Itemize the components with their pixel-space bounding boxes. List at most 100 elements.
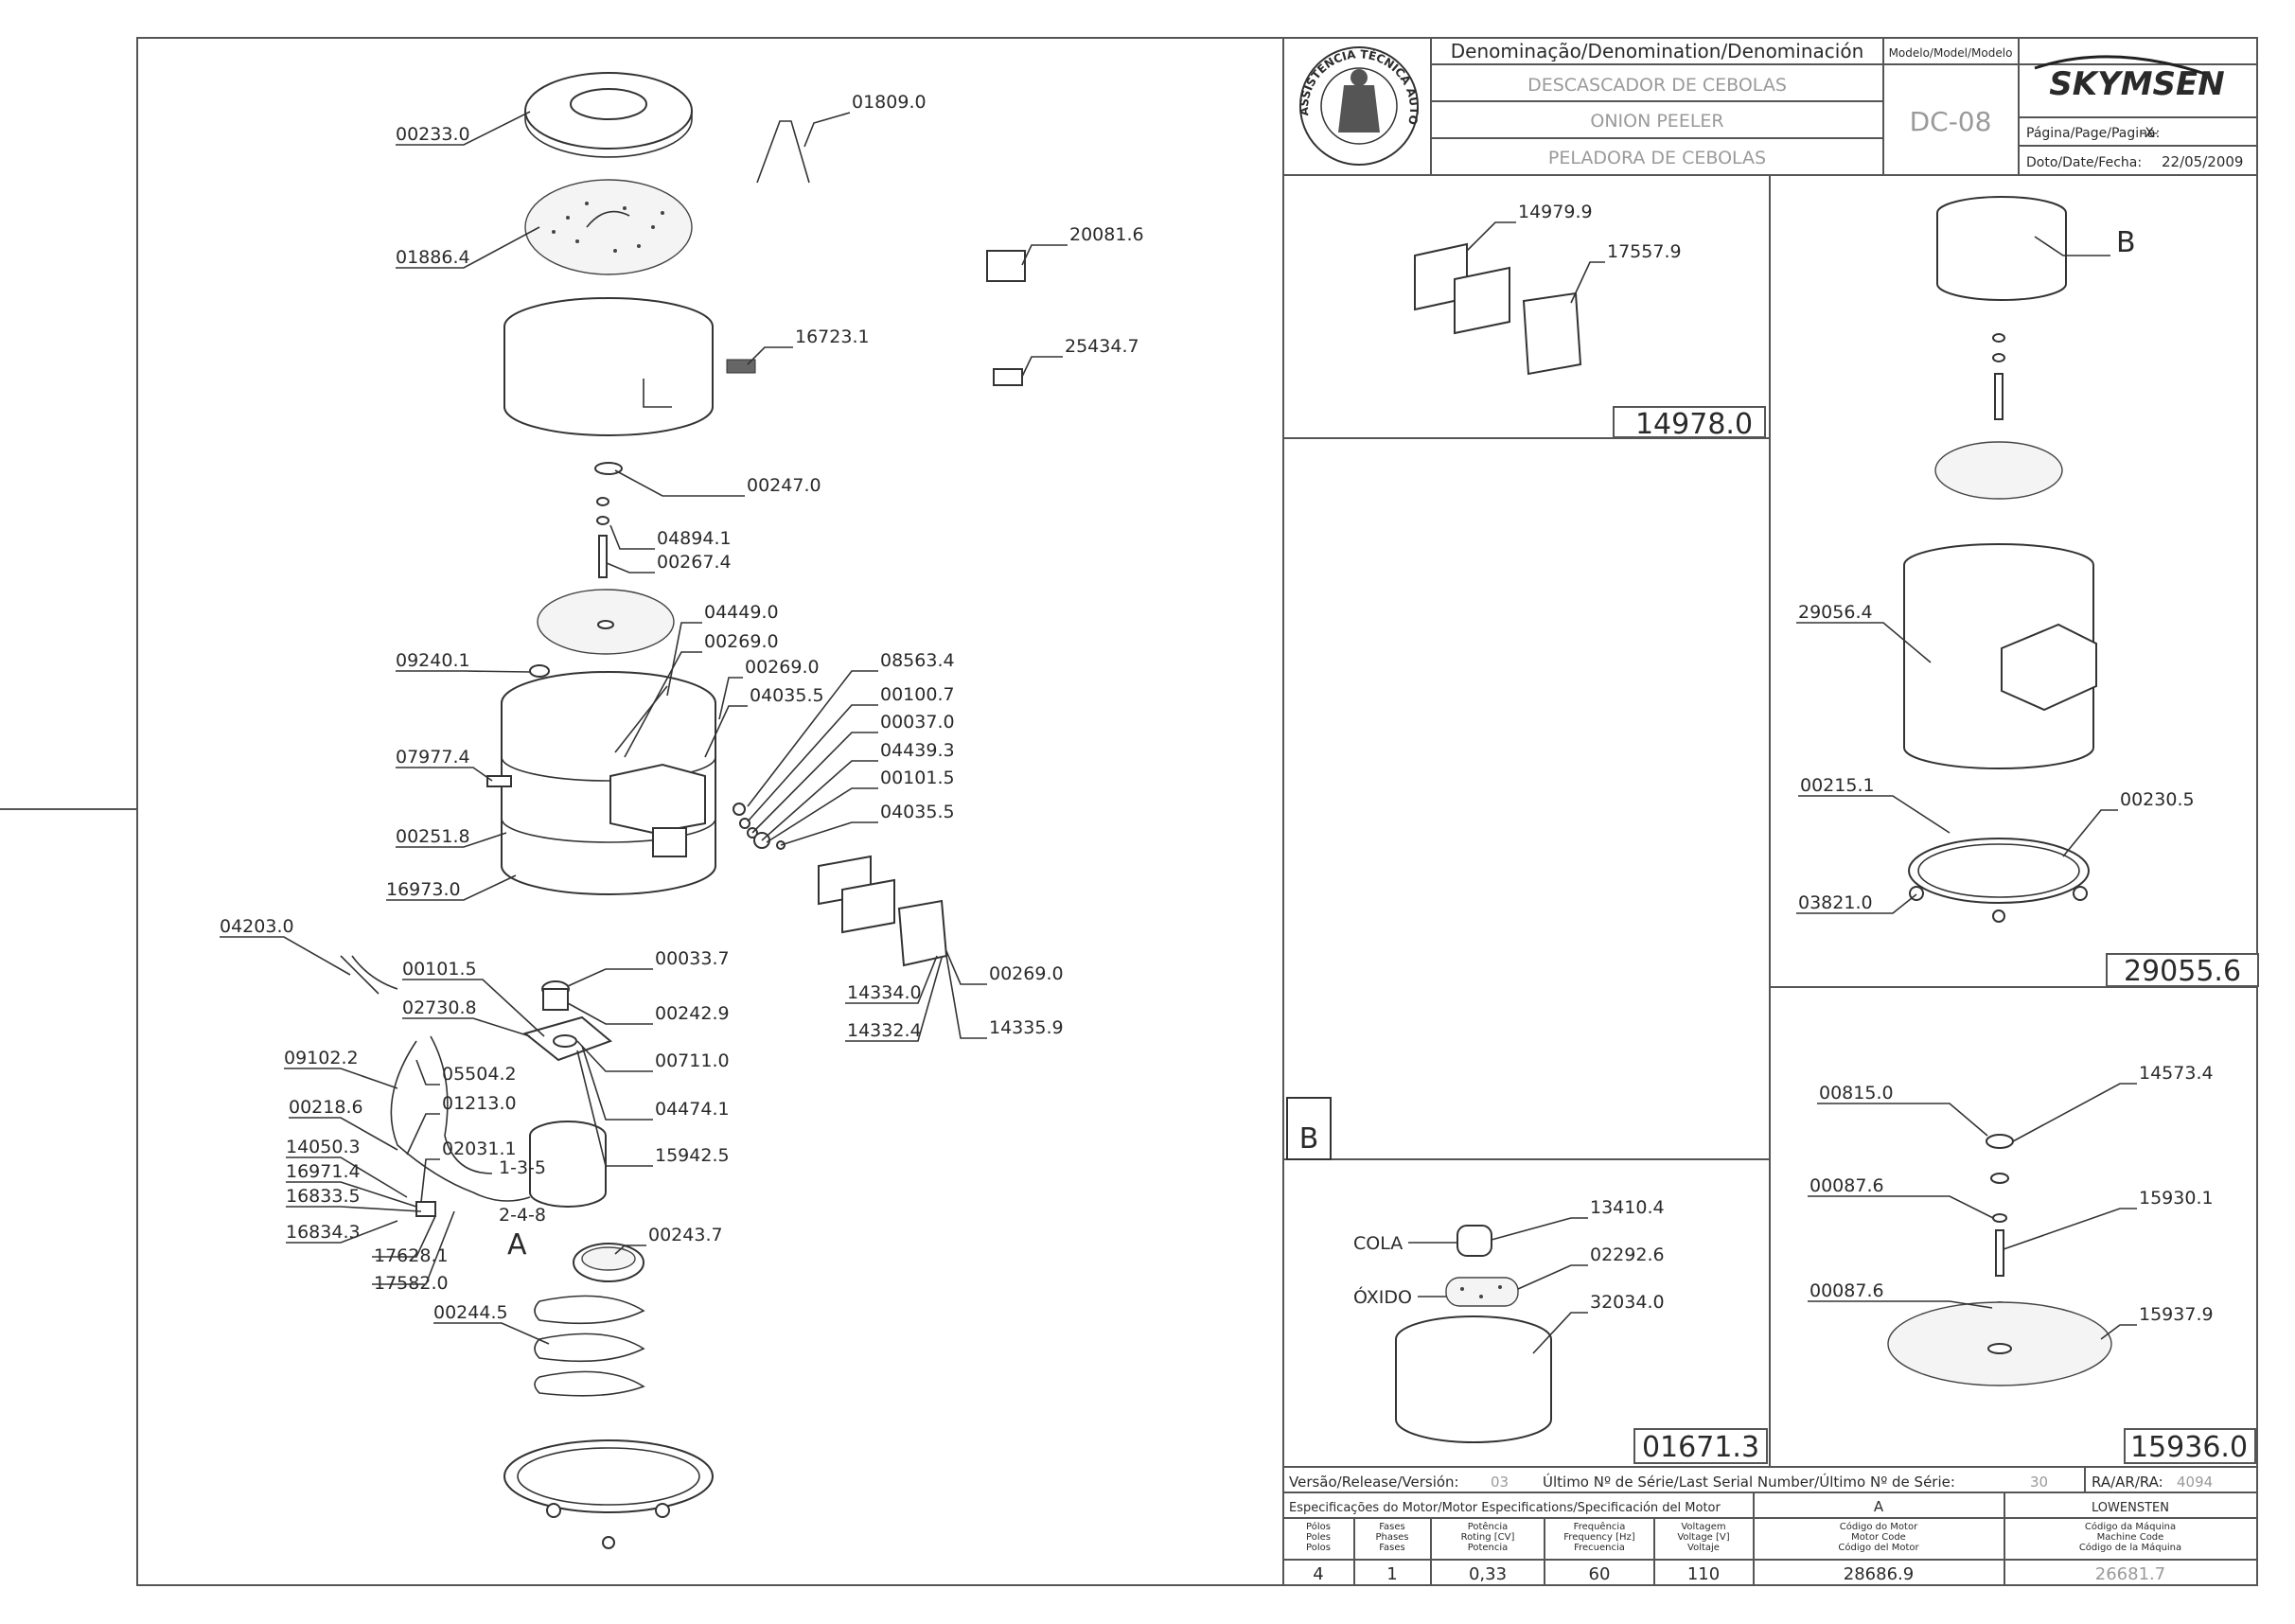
leader-line [704,705,748,758]
wire-clip [756,120,810,184]
view-marker: B [1299,1122,1319,1156]
leader-line [386,874,517,901]
part-number-label: 04035.5 [750,685,824,706]
leader-line [614,1244,646,1255]
spec-header: Código da Máquina [2085,1521,2176,1532]
part-number-label: 01213.0 [442,1093,517,1114]
part-number-label: 00230.5 [2120,789,2195,810]
spec-header: Machine Code [2097,1532,2164,1543]
leader-line [286,1181,417,1208]
part-number-label: 16833.5 [286,1186,361,1207]
motor-spec-block: Versão/Release/Versión: 03 Último Nº de … [1283,1467,2257,1585]
leader-line [1570,261,1605,304]
leader-line [402,1017,531,1037]
leader-line [1817,1103,1988,1137]
authorized-service-stamp: ASSISTÊNCIA TÉCNICA AUTORIZADA [0,0,1421,166]
serial-label: Último Nº de Série/Last Serial Number/Úl… [1543,1473,1955,1491]
part-number-label: 00269.0 [745,657,820,678]
part-number-label: 01886.4 [396,247,470,268]
wiring-label: 2-4-8 [499,1205,546,1226]
part-number-label: 00101.5 [402,959,477,980]
spec-header: Código de la Máquina [2079,1542,2181,1553]
part-number-label: 16973.0 [386,879,461,900]
part-number-label: 13410.4 [1590,1197,1665,1218]
part-number-label: 04474.1 [655,1099,730,1120]
leader-line [1798,795,1951,834]
spec-value: 4 [1313,1564,1323,1584]
part-number-label: 25434.7 [1065,336,1139,357]
leader-line [286,1156,408,1198]
spec-headers: PólosPolesPolosFasesPhasesFasesPotênciaR… [1306,1521,2181,1553]
part-number-label: COLA [1353,1233,1403,1254]
stamp-text: ASSISTÊNCIA TÉCNICA AUTORIZADA [0,0,1421,126]
part-number-label: 00218.6 [289,1097,363,1118]
motor-spec-label: Especificações do Motor/Motor Especifica… [1289,1501,1721,1515]
part-number-label: 14332.4 [847,1020,922,1041]
part-number-label: 29056.4 [1798,602,1873,623]
part-number-label: 09102.2 [284,1048,359,1068]
part-number-label: 00251.8 [396,826,470,847]
door-panel-b [841,878,895,934]
spec-header: Código del Motor [1838,1542,1919,1553]
leader-line [289,1117,398,1151]
spec-header: Voltagem [1681,1522,1725,1532]
spec-value: 26681.7 [2095,1564,2165,1584]
leader-line [286,1206,422,1212]
leader-line [581,1045,653,1121]
leader-line [747,346,793,365]
part-number-label: 03821.0 [1798,892,1873,913]
drawing-border [136,37,2258,1586]
leader-line [666,622,702,697]
leader-line [433,1322,550,1345]
page-value: -X- [2141,126,2158,141]
part-number-label: 14573.4 [2139,1063,2214,1084]
leader-line [567,1002,653,1025]
leader-line [780,821,878,846]
leader-line [747,704,878,822]
part-number-label: 02730.8 [402,997,477,1018]
leader-line [718,677,743,720]
part-number-label: 04449.0 [704,602,779,623]
leader-line [845,955,938,1004]
brand-swoosh [2034,55,2206,76]
leader-line [2034,236,2110,256]
leader-line [2062,809,2118,857]
spec-header: Código do Motor [1840,1521,1918,1532]
leader-line [614,469,745,497]
part-number-label: B [2116,226,2136,259]
part-number-label: 00269.0 [704,631,779,652]
spec-header: Pólos [1306,1521,1331,1532]
leader-line [396,832,507,848]
leader-line [945,955,987,1039]
leader-line [2012,1083,2137,1142]
part-number-label: 16834.3 [286,1222,361,1243]
part-number-label: 00101.5 [880,768,955,788]
part-number-label: 17628.1 [374,1245,449,1266]
knob [529,664,550,678]
warning-label [486,775,512,787]
date-value: 22/05/2009 [2162,153,2243,170]
part-number-label: 00100.7 [880,684,955,705]
leader-line [396,111,531,146]
label-plate-small [993,368,1023,386]
discharge-chute [609,763,706,835]
part-number-label: 20081.6 [1069,224,1144,245]
shaft [598,535,608,578]
spec-value: 0,33 [1469,1564,1507,1584]
assembly-code: 15936.0 [2130,1431,2248,1464]
denomination-header: Denominação/Denomination/Denominación [1451,40,1864,62]
column-lowensten-header: LOWENSTEN [2092,1501,2169,1515]
part-number-label: 16723.1 [795,327,870,347]
part-number-label: 32034.0 [1590,1292,1665,1313]
leader-line [576,1040,653,1072]
spec-value: 110 [1687,1564,1720,1584]
leader-line [803,112,851,148]
spec-header: Fases [1379,1522,1405,1532]
part-number-label: 04035.5 [880,802,955,822]
spec-header: Motor Code [1851,1532,1906,1543]
spec-header: Roting [CV] [1461,1532,1515,1543]
panel-29055-parts [1903,196,2259,987]
leader-line [402,979,545,1037]
leader-line [761,760,878,841]
